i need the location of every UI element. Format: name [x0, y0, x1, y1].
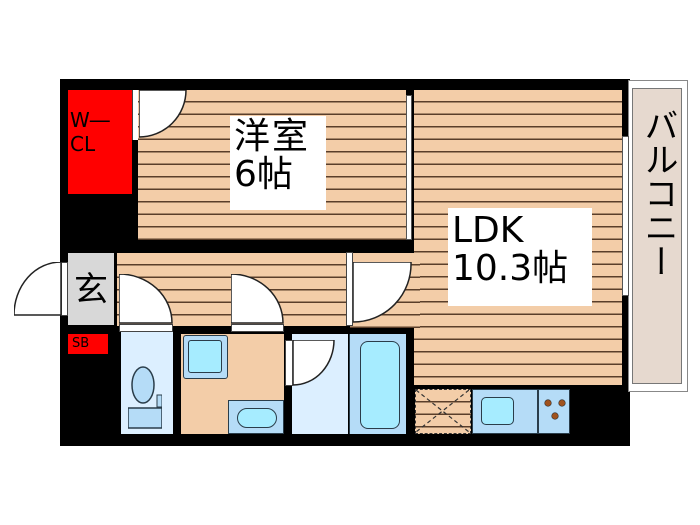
ldk-door-swing[interactable] — [353, 262, 413, 324]
closet-label-line2: CL — [70, 132, 96, 156]
stove-burners-icon — [544, 399, 566, 420]
entrance-door-swing[interactable] — [14, 262, 62, 316]
toilet-door-swing[interactable] — [119, 274, 173, 324]
balcony-label-text: バルコニー — [638, 108, 678, 278]
washing-machine-icon — [183, 335, 228, 379]
stove — [538, 389, 570, 434]
walk-in-closet — [68, 90, 132, 194]
bathtub — [349, 334, 406, 434]
bathroom-door-frame — [285, 340, 293, 386]
closet-label-line1: W― — [70, 108, 110, 132]
western-room-name: 洋室 — [234, 116, 311, 157]
ldk-size: 10.3帖 — [452, 247, 569, 289]
closet-door-strip — [132, 90, 138, 140]
kitchen-sink — [472, 389, 538, 434]
ldk-label: LDK 10.3帖 — [448, 208, 592, 306]
entrance-label: 玄 — [74, 270, 108, 310]
closet-label: W― CL — [70, 108, 130, 156]
entrance-door-frame — [61, 262, 68, 316]
fridge-space — [415, 389, 471, 434]
sliding-door-western-ldk[interactable] — [406, 95, 412, 240]
sink-basin-icon — [481, 397, 514, 425]
balcony-label: バルコニー — [632, 108, 682, 278]
balcony — [632, 88, 682, 384]
shoe-box-label: SB — [68, 334, 108, 354]
sliding-window-balcony[interactable] — [622, 136, 629, 296]
washroom-door-frame — [231, 324, 284, 332]
bathroom-door-swing[interactable] — [293, 340, 335, 386]
ldk-name: LDK — [452, 210, 524, 251]
western-room-size: 6帖 — [234, 153, 293, 195]
washroom-door-swing[interactable] — [231, 274, 284, 324]
closet-door-swing[interactable] — [139, 90, 187, 138]
toilet-icon — [128, 365, 162, 430]
entrance — [68, 253, 114, 325]
wash-basin-icon — [228, 400, 284, 434]
bathtub-basin-icon — [360, 341, 400, 429]
ldk-door-frame — [346, 252, 353, 326]
toilet-door-frame — [119, 324, 173, 332]
western-room-label: 洋室 6帖 — [230, 116, 326, 210]
